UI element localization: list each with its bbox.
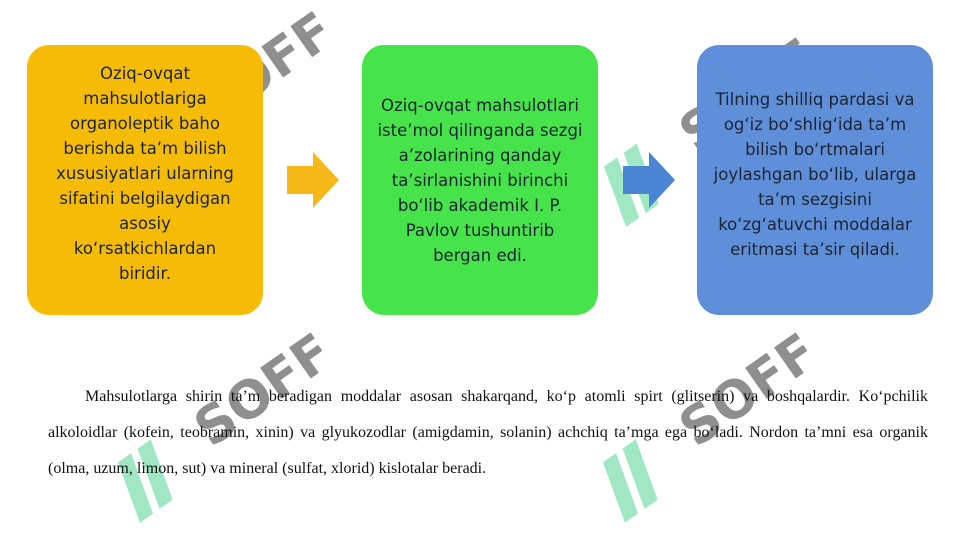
flow-box-pavlov: Oziq-ovqat mahsulotlari iste’mol qilinga… [362,45,598,315]
flow-box-taste-buds: Tilning shilliq pardasi va og‘iz bo‘shli… [697,45,933,315]
body-paragraph: Mahsulotlarga shirin ta’m beradigan modd… [48,388,928,477]
flow-box-text: Oziq-ovqat mahsulotlariga organoleptik b… [56,63,234,283]
flow-box-organoleptic: Oziq-ovqat mahsulotlariga organoleptik b… [27,45,263,315]
flow-box-text: Oziq-ovqat mahsulotlari iste’mol qilinga… [377,95,583,265]
flow-box-text: Tilning shilliq pardasi va og‘iz bo‘shli… [713,89,917,259]
right-arrow-icon [623,152,675,208]
right-arrow-icon [287,152,339,208]
